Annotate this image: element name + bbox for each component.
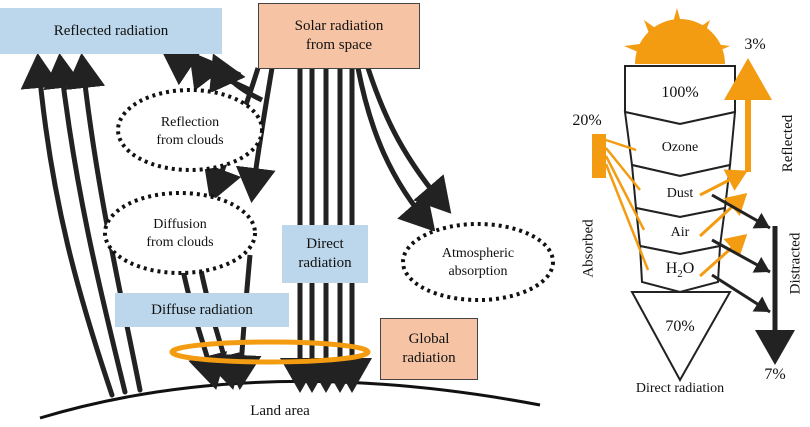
land-area-label: Land area bbox=[250, 403, 310, 419]
absorbed-lines bbox=[604, 138, 650, 271]
reflected-label: Reflected bbox=[780, 114, 797, 173]
funnel bbox=[623, 65, 737, 383]
atmospheric-absorption-label: Atmospheric absorption bbox=[441, 246, 515, 279]
pct-7-label: 7% bbox=[764, 366, 786, 383]
cloud-diffusion bbox=[103, 191, 257, 275]
land-surface bbox=[39, 379, 541, 420]
reflected-radiation-label: Reflected radiation bbox=[0, 8, 222, 54]
pct-20-label: 20% bbox=[572, 112, 602, 129]
reflected-orange-arrows bbox=[698, 58, 772, 278]
diffusion-from-clouds-label: Diffusion from clouds bbox=[146, 217, 214, 250]
solar-radiation-label: Solar radiation from space bbox=[258, 3, 420, 69]
global-radiation-label: Global radiation bbox=[380, 318, 478, 380]
distracted-arrows bbox=[711, 193, 795, 365]
cloud-reflection-arrows bbox=[160, 49, 264, 103]
pct-3-label: 3% bbox=[744, 36, 766, 53]
reflection-from-clouds-label: Reflection from clouds bbox=[156, 115, 224, 148]
pct-100-label: 100% bbox=[661, 84, 699, 101]
dust-label: Dust bbox=[666, 186, 694, 201]
absorbed-bar bbox=[592, 134, 606, 178]
global-radiation-ring bbox=[169, 339, 371, 365]
cloud-reflection bbox=[116, 88, 264, 172]
diffuse-radiation-label: Diffuse radiation bbox=[115, 293, 289, 327]
h2o-label: H2O bbox=[665, 260, 695, 281]
direct-radiation-bottom-label: Direct radiation bbox=[635, 381, 725, 396]
air-label: Air bbox=[670, 225, 690, 240]
direct-radiation-label: Direct radiation bbox=[282, 225, 368, 283]
sun-icon bbox=[624, 8, 730, 65]
cloud-absorption bbox=[401, 222, 555, 302]
absorbed-label: Absorbed bbox=[580, 219, 597, 278]
ozone-label: Ozone bbox=[661, 140, 699, 155]
pct-70-label: 70% bbox=[665, 318, 695, 335]
distracted-label: Distracted bbox=[787, 232, 804, 295]
